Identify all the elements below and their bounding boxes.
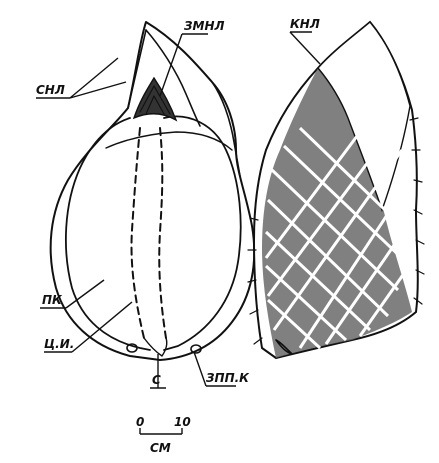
- central-cylinder-left: [132, 128, 145, 338]
- leader-zmnl: [160, 34, 208, 96]
- label-tsi: Ц.И.: [44, 337, 74, 351]
- leader-snl-1: [70, 58, 118, 98]
- scale-unit: СМ: [150, 441, 171, 455]
- scale-zero: 0: [136, 415, 144, 429]
- leader-knl: [290, 32, 320, 64]
- label-zppk: ЗПП.К: [206, 371, 250, 385]
- label-snl: СНЛ: [36, 83, 65, 97]
- label-zmnl: ЗМНЛ: [184, 19, 225, 33]
- sheath-inner-line: [106, 132, 232, 150]
- central-cylinder-right: [159, 128, 166, 338]
- right-lobe: [164, 116, 241, 350]
- scale-ten: 10: [174, 415, 191, 429]
- label-pk: ПК: [42, 293, 63, 307]
- leader-snl-2: [70, 82, 126, 98]
- bud-body: [51, 22, 255, 360]
- basal-seam: [144, 338, 167, 356]
- cone-scale: [248, 22, 424, 358]
- label-s: С: [152, 373, 161, 387]
- scale-edge-right: [212, 82, 240, 176]
- scale-bar: 0 10 СМ: [136, 415, 191, 455]
- label-knl: КНЛ: [290, 17, 320, 31]
